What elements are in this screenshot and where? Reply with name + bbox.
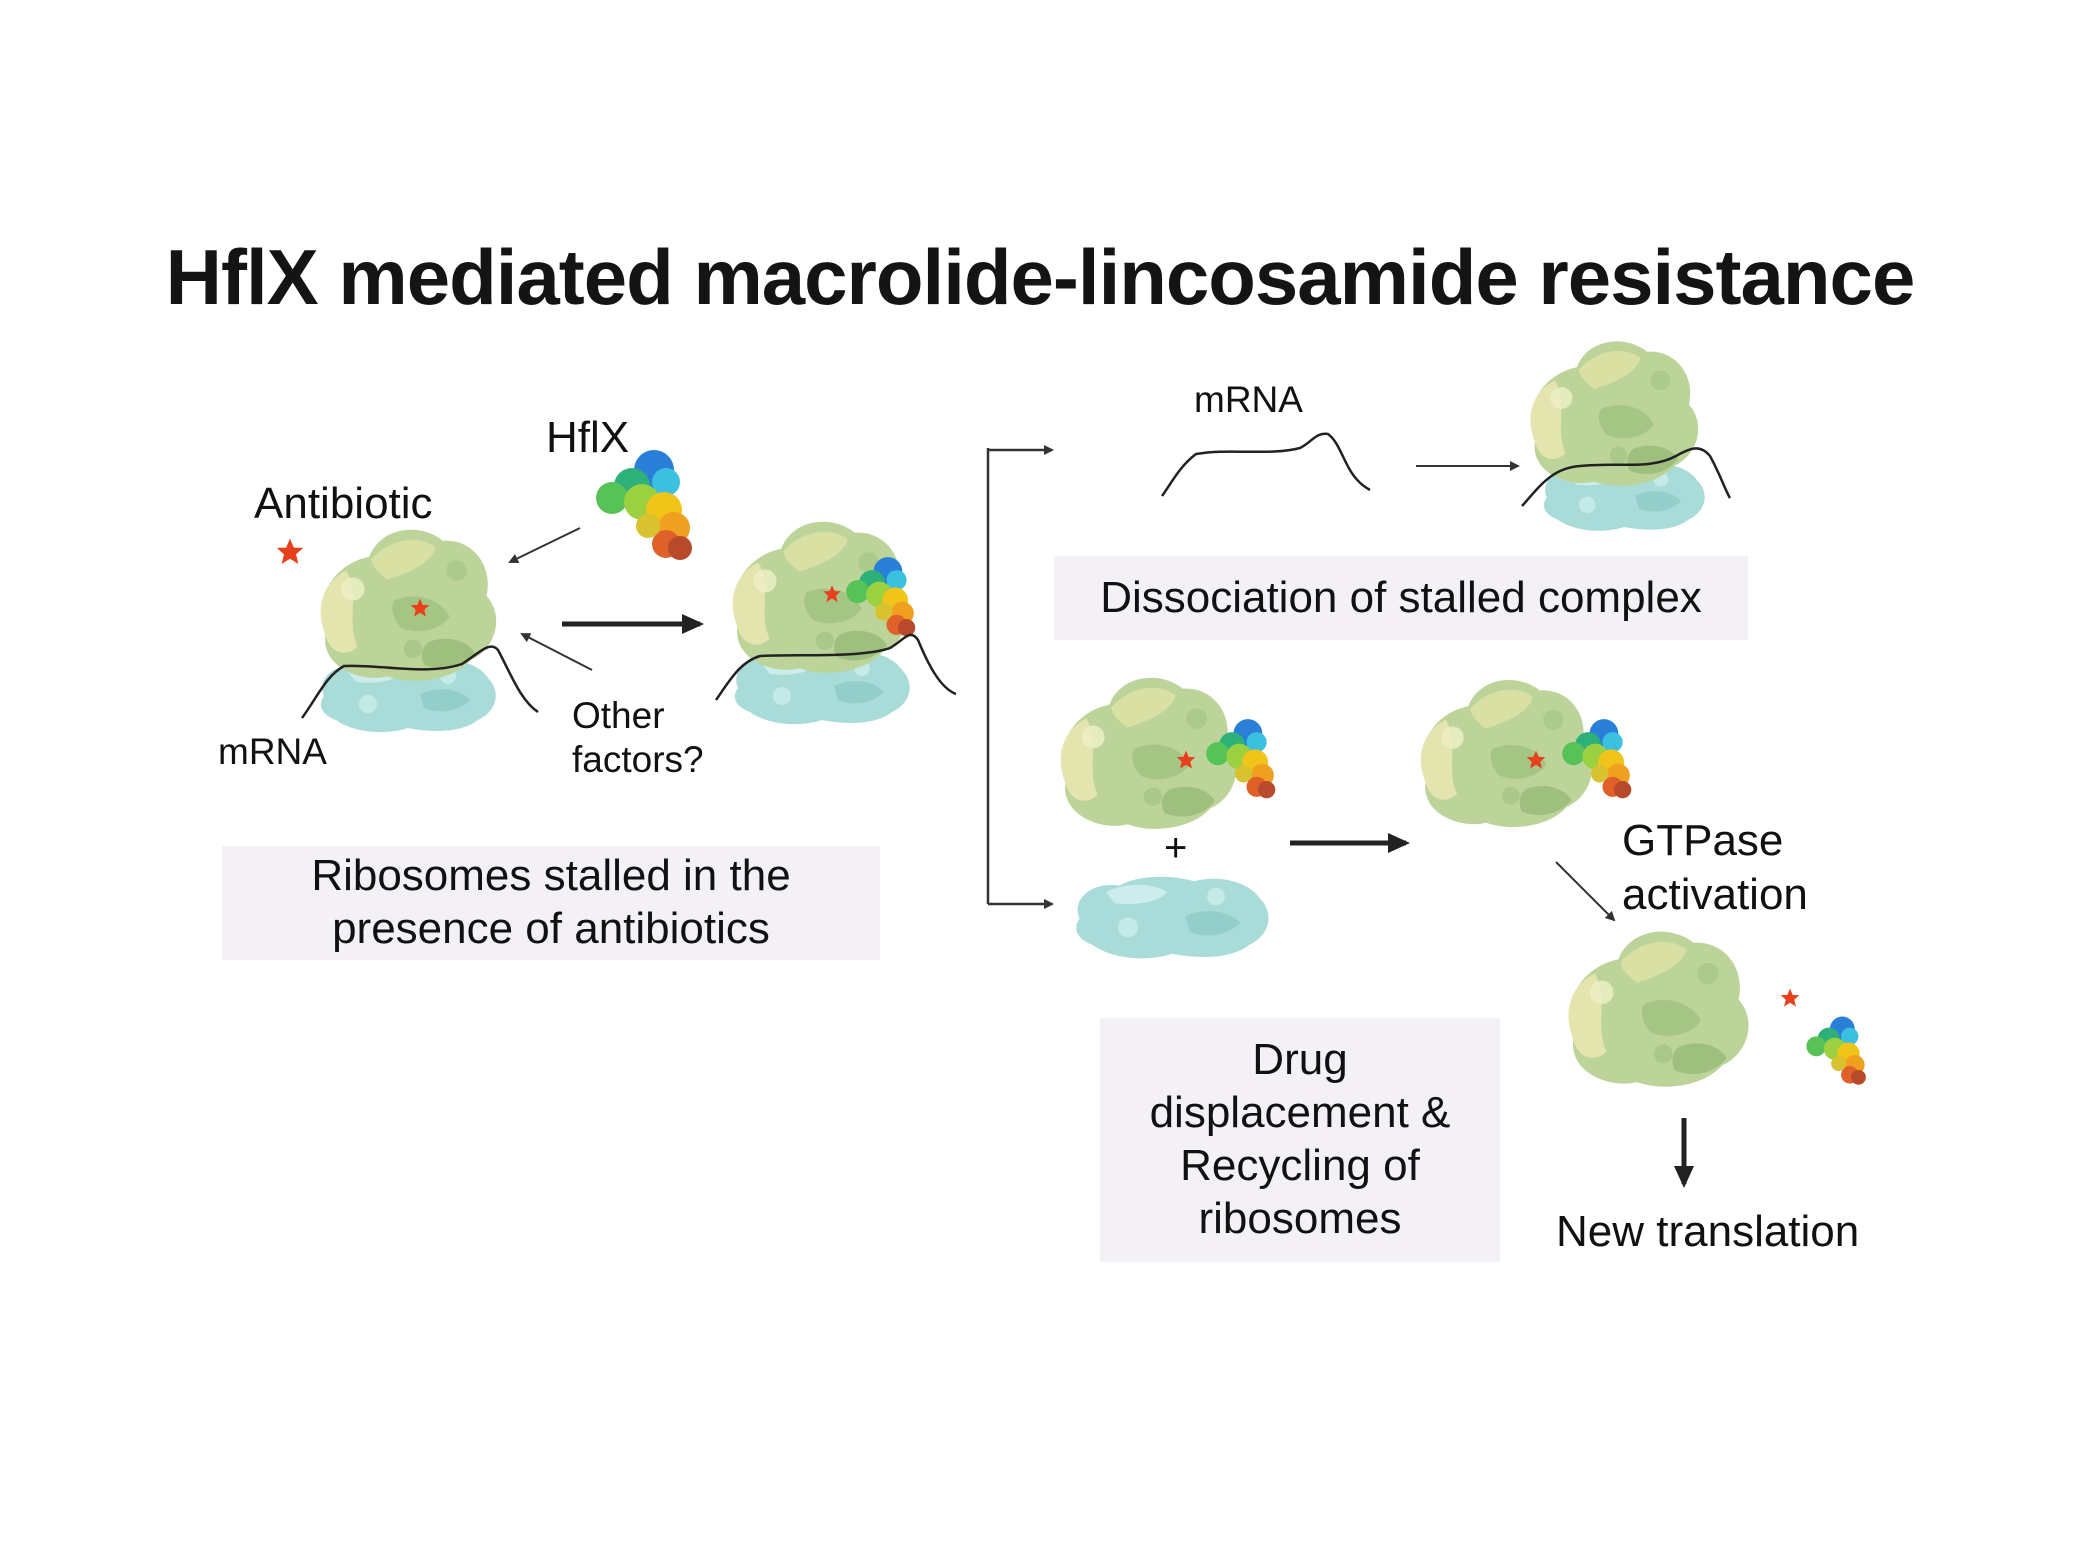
mrna-strand-icon (1521, 447, 1732, 507)
mrna-strand-icon (714, 633, 957, 701)
ribosome-small-subunit-icon (1076, 876, 1269, 959)
dissociation-box: Dissociation of stalled complex (1054, 556, 1748, 640)
hflx-binding-arrow (508, 527, 581, 564)
plus-sign: + (1164, 826, 1188, 870)
gtpase-arrow (1555, 861, 1616, 922)
mrna-strand-icon (300, 645, 539, 719)
mrna-label-left: mRNA (218, 731, 327, 772)
gtpase-activation-label: GTPase activation (1622, 816, 1808, 919)
recycling-box: Drug displacement & Recycling of ribosom… (1100, 1018, 1500, 1262)
diagram-title: HflX mediated macrolide-lincosamide resi… (165, 233, 1916, 321)
hflx-label: HflX (546, 413, 630, 462)
antibiotic-icon (276, 538, 304, 564)
other-factors-label: Other factors? (572, 695, 704, 781)
released-antibiotic-icon (1780, 988, 1800, 1007)
free-mrna-icon (1160, 432, 1371, 497)
translating-ribosome (1521, 341, 1732, 531)
mrna-label-top: mRNA (1194, 379, 1303, 420)
ribosome-large-subunit-icon (1568, 931, 1749, 1087)
hflx-bound-ribosome (714, 521, 957, 725)
hflx-protein-icon (596, 450, 692, 560)
factors-binding-arrow (520, 633, 593, 671)
antibiotic-label: Antibiotic (254, 479, 433, 528)
stalled-ribosome (300, 529, 539, 733)
stalled-ribosomes-box: Ribosomes stalled in the presence of ant… (222, 846, 880, 960)
released-hflx-icon (1806, 1016, 1866, 1085)
new-translation-label: New translation (1556, 1207, 1860, 1256)
